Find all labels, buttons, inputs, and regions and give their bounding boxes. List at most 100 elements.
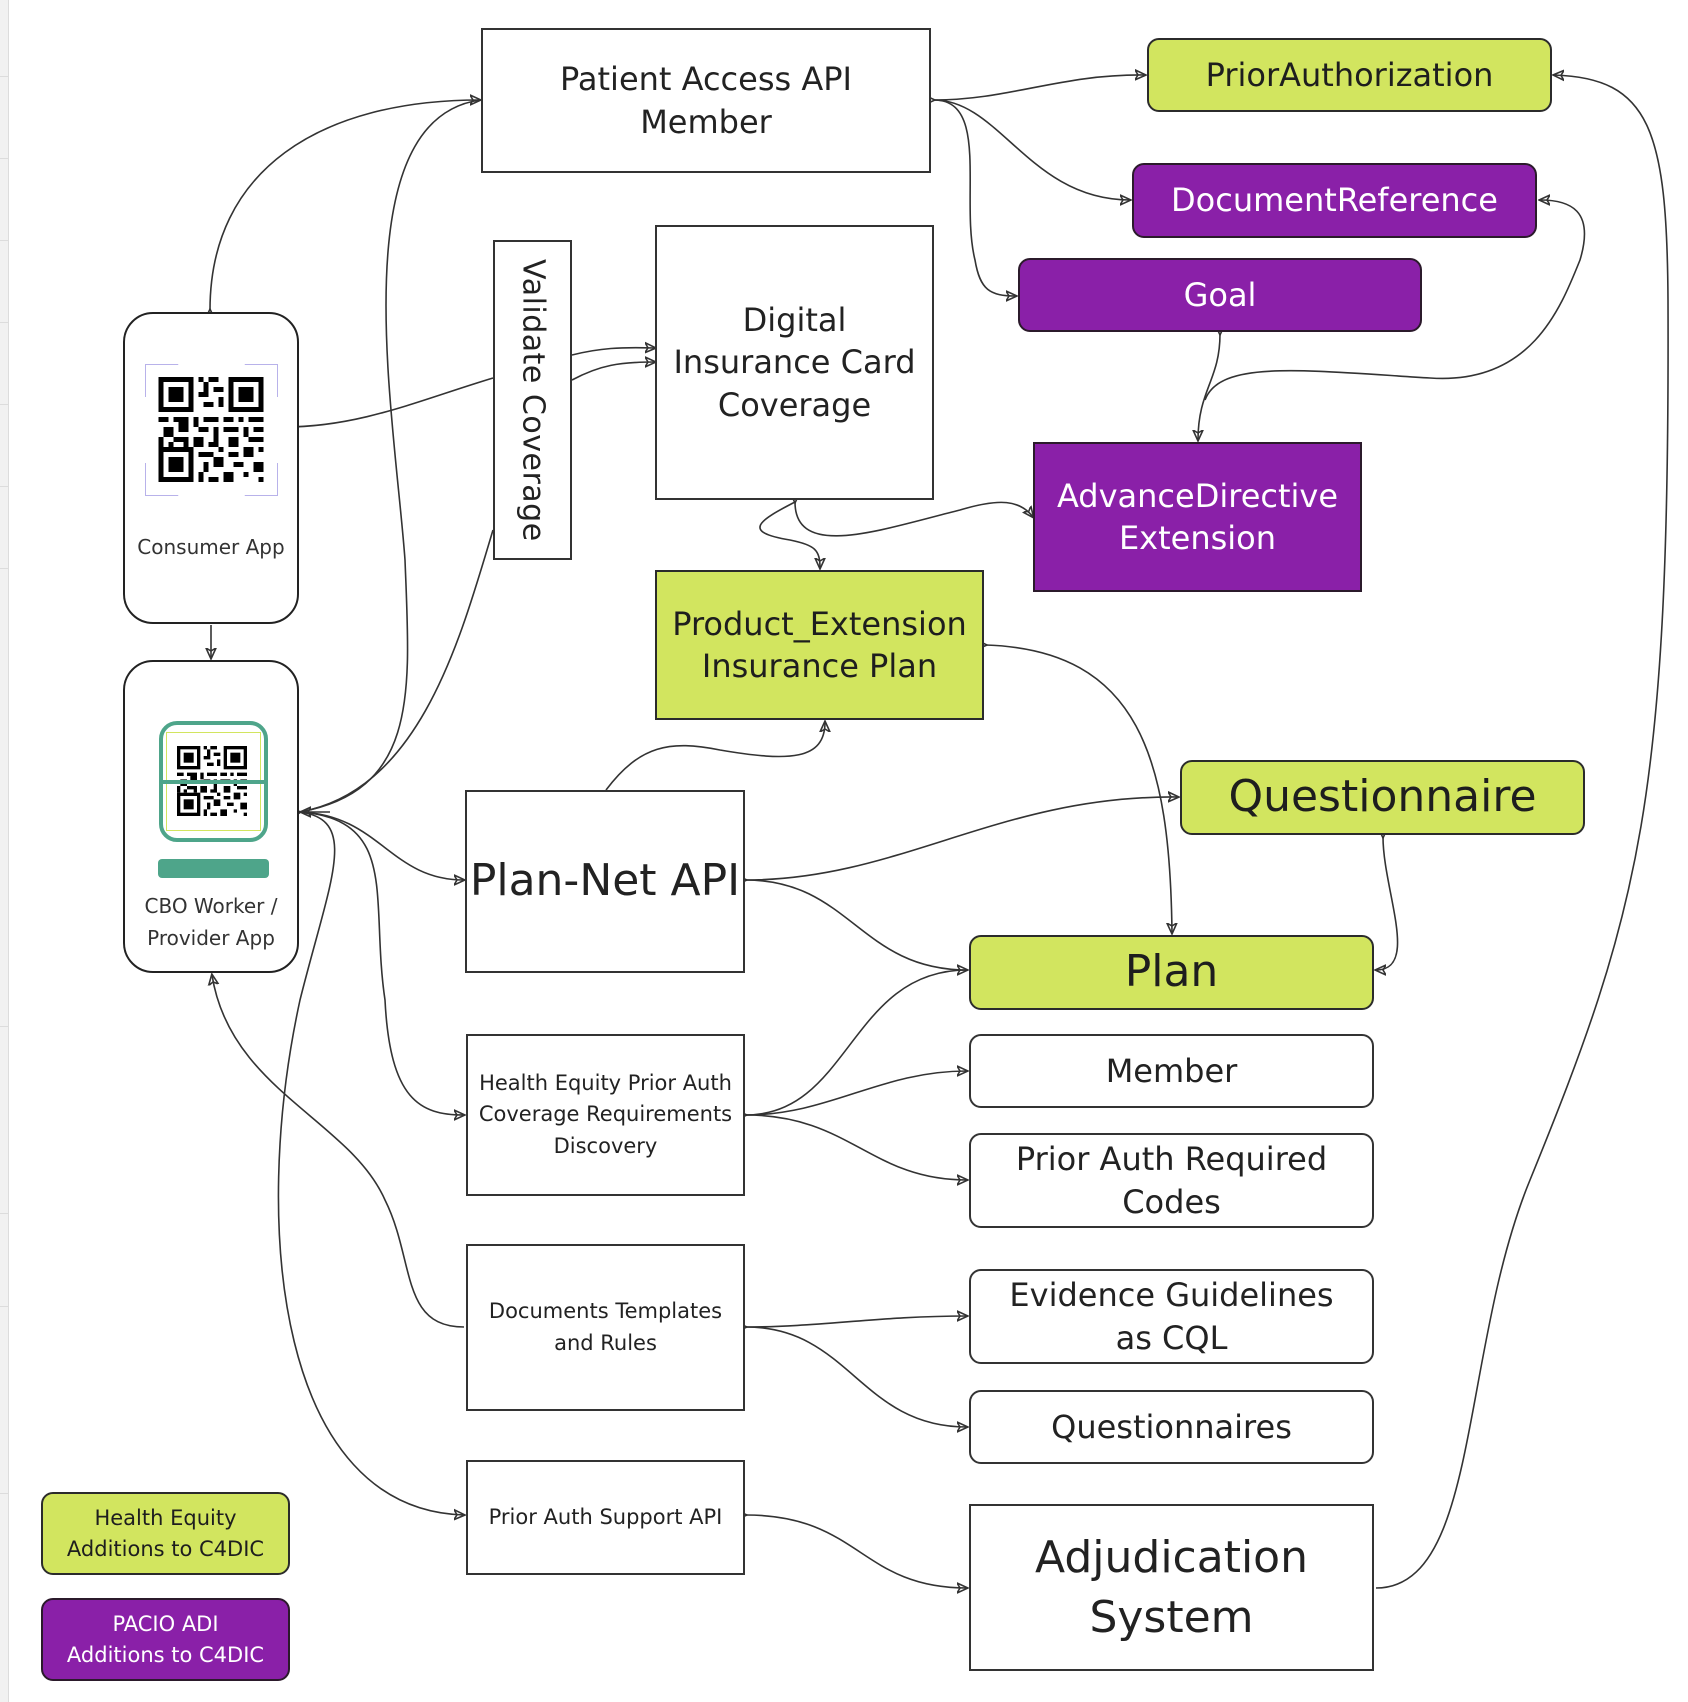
node-label: as CQL xyxy=(1115,1318,1228,1357)
ruler-tick xyxy=(0,322,8,323)
node-label: Insurance Plan xyxy=(701,647,938,685)
ruler-tick xyxy=(0,1213,8,1214)
ruler-tick xyxy=(0,486,8,487)
node-label: PriorAuthorization xyxy=(1205,55,1494,94)
prior-auth-required-codes-node[interactable]: Prior Auth Required Codes xyxy=(969,1133,1374,1228)
link-consumer-patient-access xyxy=(210,100,480,310)
patient-access-api-node[interactable]: Patient Access API Member xyxy=(481,28,931,173)
link-heq-plan xyxy=(746,969,968,1115)
scan-line xyxy=(163,780,264,784)
link-heq-member xyxy=(745,1071,967,1116)
advance-directive-extension-node[interactable]: AdvanceDirective Extension xyxy=(1033,442,1362,592)
link-heq-parc xyxy=(745,1114,967,1180)
node-label: Coverage xyxy=(717,385,872,424)
plan-net-api-node[interactable]: Plan-Net API xyxy=(465,790,745,973)
canvas-edge xyxy=(0,0,9,1702)
link-validate-digital-1 xyxy=(571,348,655,356)
prior-auth-support-api-node[interactable]: Prior Auth Support API xyxy=(466,1460,745,1575)
node-label: Validate Coverage xyxy=(515,258,551,542)
ruler-tick xyxy=(0,1493,8,1494)
link-digital-advance xyxy=(795,502,1033,537)
qr-code-icon xyxy=(158,377,264,482)
link-adjudication-priorauth xyxy=(1375,75,1669,1589)
link-cbo-patient-access xyxy=(300,99,481,812)
node-label: AdvanceDirective xyxy=(1056,476,1339,515)
questionnaire-node[interactable]: Questionnaire xyxy=(1180,760,1585,835)
link-questionnaire-plan xyxy=(1376,837,1399,970)
link-patient-access-docref xyxy=(933,99,1130,200)
member-node[interactable]: Member xyxy=(969,1034,1374,1108)
node-label: Insurance Card xyxy=(673,343,916,382)
link-plannet-questionnaire xyxy=(746,797,1178,880)
node-label: System xyxy=(1089,1591,1254,1643)
plan-node[interactable]: Plan xyxy=(969,935,1374,1010)
documents-templates-rules-node[interactable]: Documents Templates and Rules xyxy=(466,1244,745,1411)
product-extension-insurance-plan-node[interactable]: Product_Extension Insurance Plan xyxy=(655,570,984,720)
link-patient-access-goal xyxy=(933,99,1016,296)
node-label: Questionnaire xyxy=(1228,771,1537,823)
link-plannet-product xyxy=(605,722,825,791)
link-product-plan xyxy=(986,645,1172,933)
link-consumer-validate xyxy=(283,377,494,428)
node-label: Patient Access API xyxy=(560,60,852,99)
legend-health-equity: Health Equity Additions to C4DIC xyxy=(41,1492,290,1575)
link-advance-docref xyxy=(1204,200,1586,401)
document-reference-node[interactable]: DocumentReference xyxy=(1132,163,1537,238)
node-label: Member xyxy=(1105,1051,1238,1090)
prior-authorization-node[interactable]: PriorAuthorization xyxy=(1147,38,1552,112)
ruler-tick xyxy=(0,1306,8,1307)
node-label: Questionnaires xyxy=(1051,1407,1292,1446)
link-pas-adjudication xyxy=(746,1515,967,1588)
node-label-line: Provider App xyxy=(147,926,275,950)
ruler-tick xyxy=(0,1026,8,1027)
link-goal-advance xyxy=(1198,334,1220,440)
node-label: Plan xyxy=(1124,946,1219,998)
goal-node[interactable]: Goal xyxy=(1018,258,1422,332)
validate-coverage-node[interactable]: Validate Coverage xyxy=(493,240,572,560)
adjudication-system-node[interactable]: Adjudication System xyxy=(969,1504,1374,1671)
link-cbo-health-equity xyxy=(299,811,464,1115)
node-label: and Rules xyxy=(554,1330,657,1355)
link-digital-product xyxy=(759,501,820,568)
evidence-guidelines-node[interactable]: Evidence Guidelines as CQL xyxy=(969,1269,1374,1364)
qr-code-icon xyxy=(177,746,247,816)
node-label-line: CBO Worker / xyxy=(144,894,278,918)
legend-label: Additions to C4DIC xyxy=(66,1642,265,1667)
node-label: Product_Extension xyxy=(672,604,967,643)
node-label: Coverage Requirements xyxy=(478,1102,733,1127)
legend-label: PACIO ADI xyxy=(112,1612,219,1637)
node-label: Digital xyxy=(742,301,847,340)
node-label: Plan-Net API xyxy=(469,855,741,906)
node-label: Prior Auth Support API xyxy=(488,1504,723,1529)
consumer-app-node[interactable]: Consumer App xyxy=(123,312,299,624)
node-label: Health Equity Prior Auth xyxy=(479,1070,732,1095)
node-label: Evidence Guidelines xyxy=(1009,1276,1334,1315)
ruler-tick xyxy=(0,568,8,569)
node-label: Member xyxy=(640,102,772,141)
node-label: Extension xyxy=(1118,519,1277,557)
node-label: Consumer App xyxy=(137,535,285,559)
questionnaires-node[interactable]: Questionnaires xyxy=(969,1390,1374,1464)
link-documents-questionnaires xyxy=(745,1326,967,1427)
node-label: Goal xyxy=(1183,275,1257,314)
ruler-tick xyxy=(0,76,8,77)
link-cbo-pas xyxy=(277,811,464,1515)
legend-pacio-adi: PACIO ADI Additions to C4DIC xyxy=(41,1598,290,1681)
ruler-tick xyxy=(0,158,8,159)
link-documents-evidence xyxy=(746,1316,967,1327)
node-label: Adjudication xyxy=(1035,1532,1308,1584)
link-patient-access-priorauth xyxy=(934,75,1145,100)
cbo-worker-provider-app-node[interactable]: CBO Worker / Provider App xyxy=(123,660,299,973)
legend-label: Additions to C4DIC xyxy=(66,1536,265,1561)
node-label: DocumentReference xyxy=(1171,181,1498,220)
node-label: Codes xyxy=(1122,1182,1221,1221)
node-label: Discovery xyxy=(553,1133,658,1158)
scan-button[interactable] xyxy=(158,859,269,878)
link-documents-cbo xyxy=(212,975,465,1328)
digital-insurance-card-node[interactable]: Digital Insurance Card Coverage xyxy=(655,225,934,500)
node-label: Documents Templates xyxy=(488,1299,723,1323)
link-cbo-validate xyxy=(299,529,494,813)
link-validate-digital-2 xyxy=(571,362,655,381)
health-equity-prior-auth-node[interactable]: Health Equity Prior Auth Coverage Requir… xyxy=(466,1034,745,1196)
